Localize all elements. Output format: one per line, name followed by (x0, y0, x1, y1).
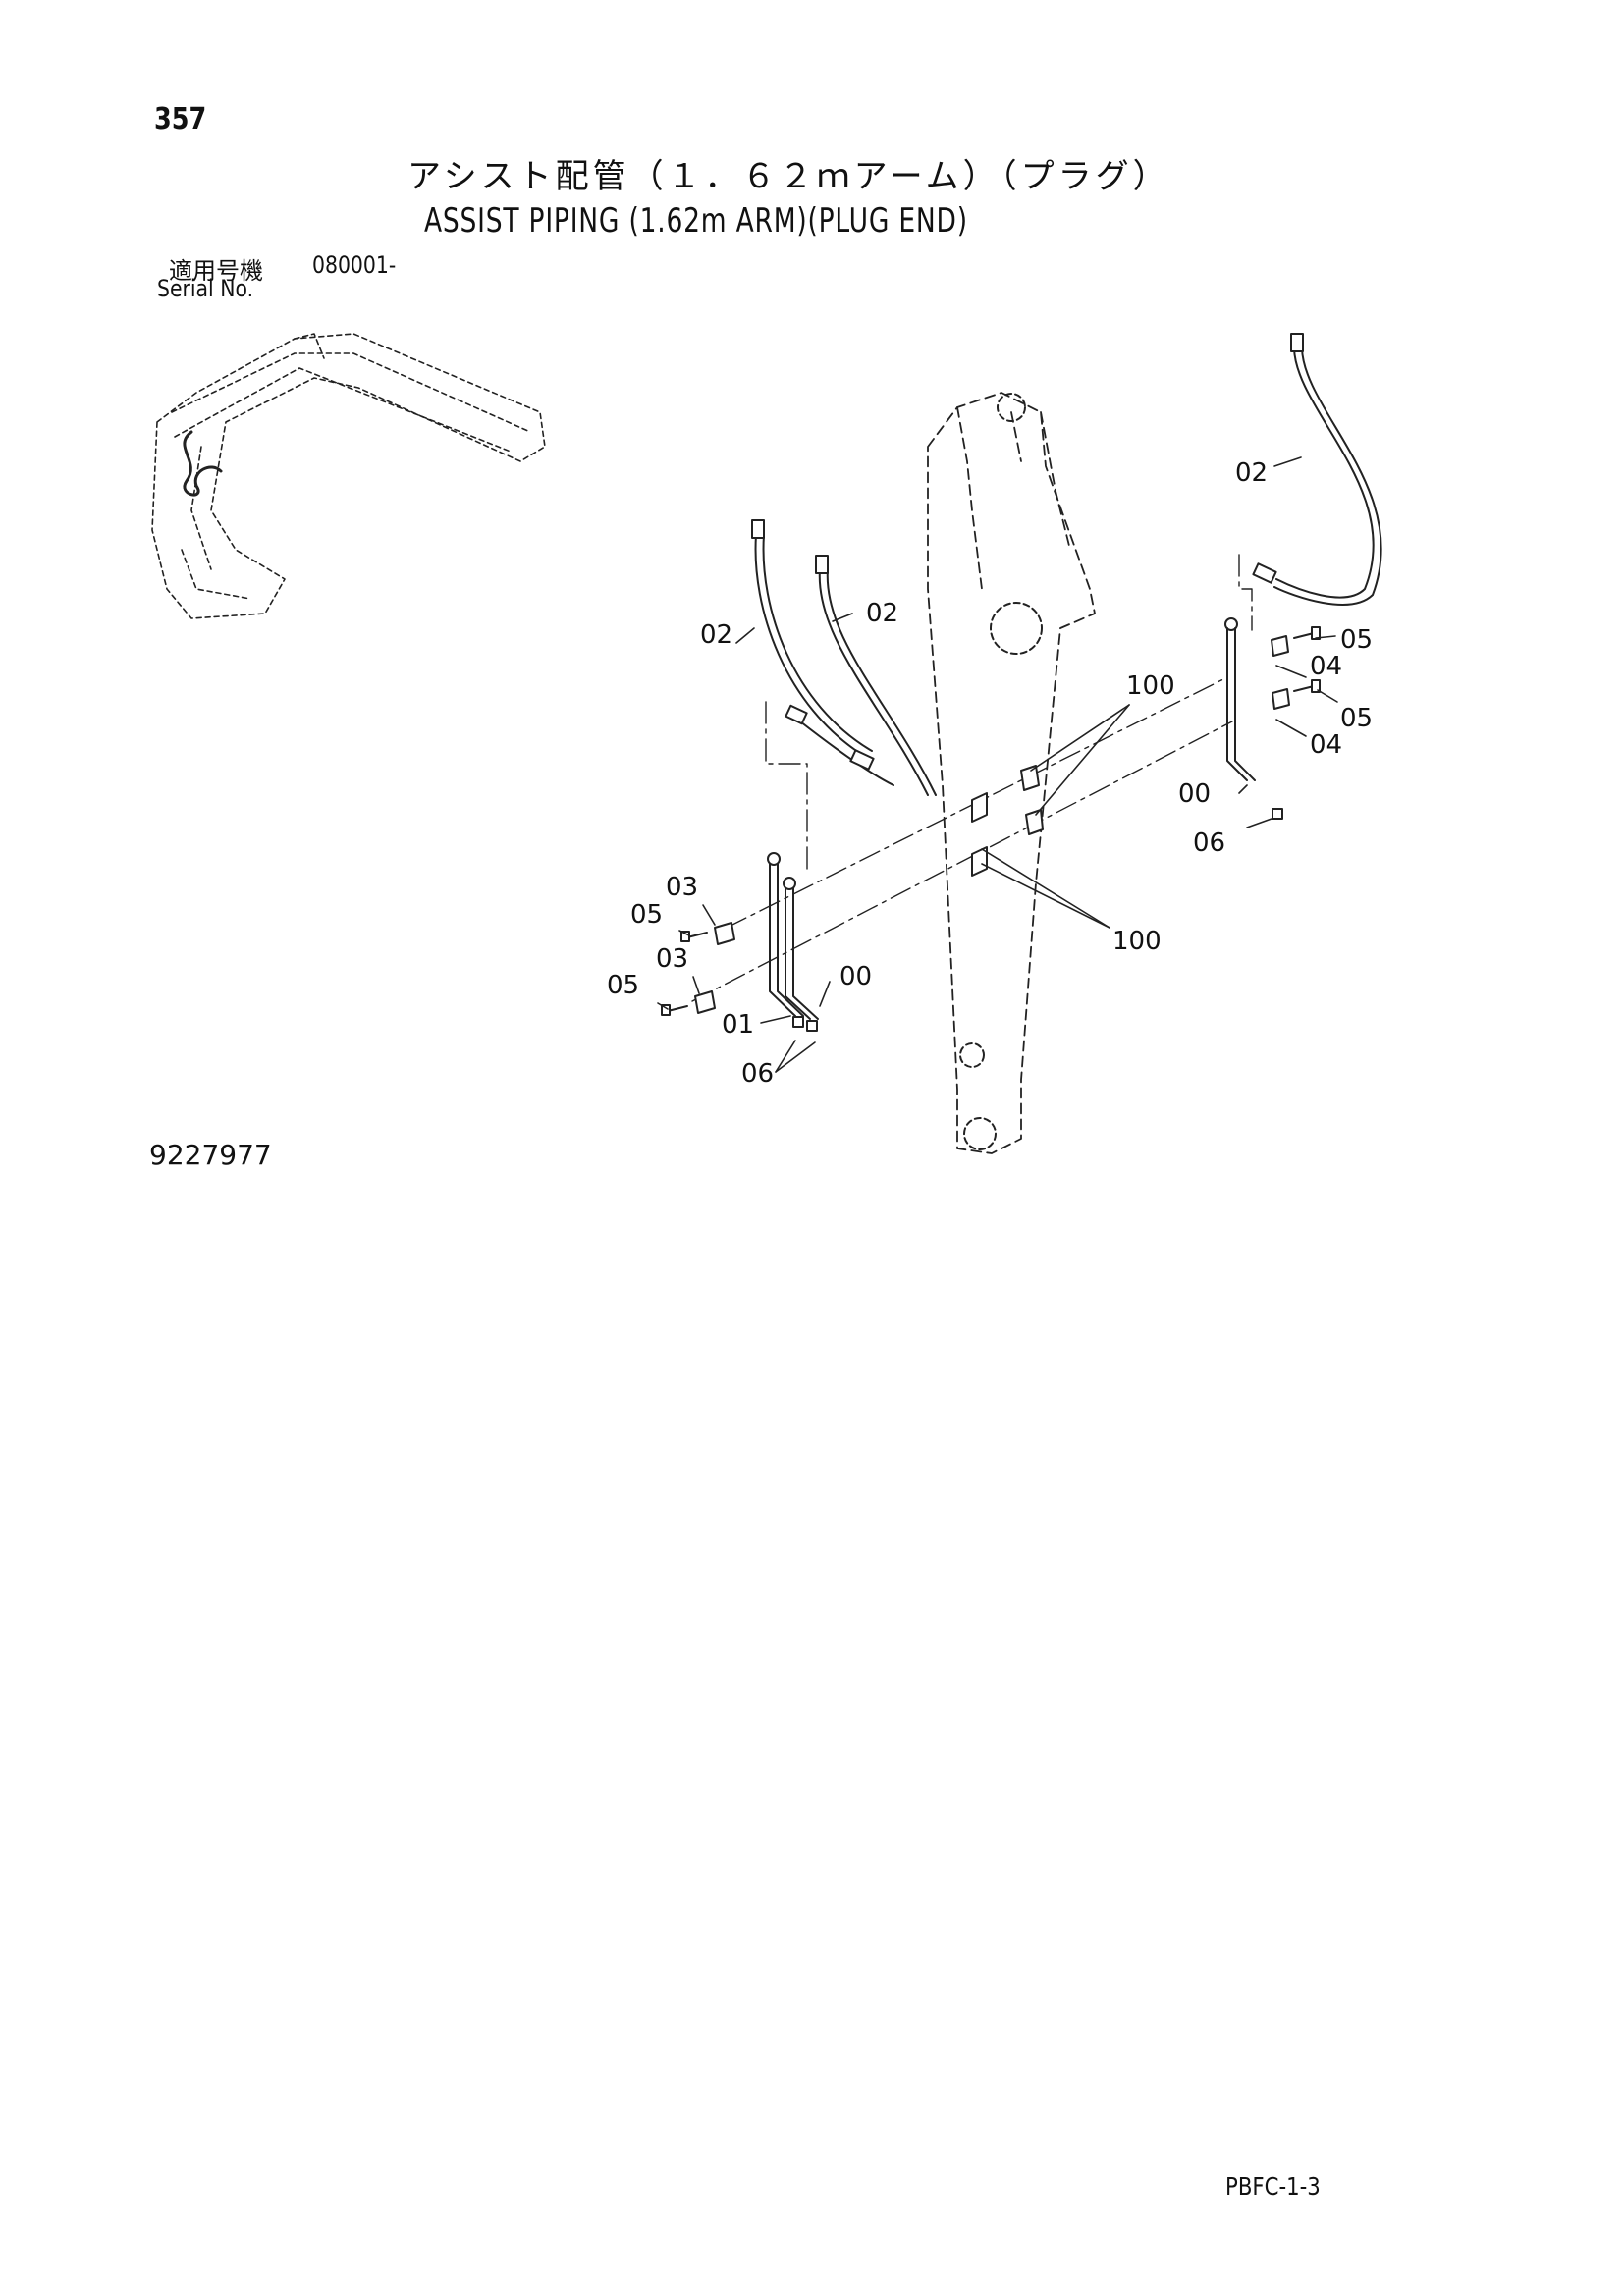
hose-assembly (754, 347, 1382, 796)
highlighted-hose-icon (183, 430, 223, 497)
drawing-number: 9227977 (149, 1139, 272, 1171)
callout-05-lower-right: 05 (1340, 704, 1373, 733)
arm-pin-lower (990, 602, 1043, 655)
arm-pin-top (997, 393, 1026, 422)
page-title-english: ASSIST PIPING (1.62m ARM)(PLUG END) (424, 201, 968, 240)
serial-number-value: 080001- (312, 251, 397, 279)
bolts (661, 626, 1321, 1032)
callout-05-lower-left: 05 (607, 971, 639, 1000)
page-title-japanese: アシスト配管（１．６２ｍアーム）（プラグ） (407, 157, 1170, 196)
callout-02-right: 02 (1235, 458, 1268, 488)
callout-100-lower: 100 (1112, 927, 1162, 956)
leader-lines (657, 456, 1338, 1073)
page-code: PBFC-1-3 (1225, 2172, 1321, 2201)
callout-05-upper-right: 05 (1340, 625, 1373, 655)
reference-lines (691, 554, 1253, 1002)
callout-04-upper-right: 04 (1310, 652, 1342, 681)
callout-03-upper-left: 03 (666, 873, 698, 902)
clamp-brackets (694, 635, 1290, 1014)
hose-fittings (751, 333, 1304, 771)
callout-100-upper: 100 (1126, 671, 1175, 701)
callout-00-left: 00 (839, 962, 872, 991)
callout-05-upper-left: 05 (630, 900, 663, 930)
arm-pin-bottom (963, 1117, 997, 1150)
callout-02-middle: 02 (866, 599, 898, 628)
callout-03-lower-left: 03 (656, 944, 688, 974)
arm-pin-mid (959, 1042, 985, 1068)
serial-label-english: Serial No. (157, 275, 254, 302)
excavator-overview-illustration (151, 333, 546, 619)
serial-label-japanese: 適用号機 (169, 257, 263, 285)
callout-02-left: 02 (700, 620, 732, 650)
pipe-assembly (767, 617, 1256, 1020)
page-number: 357 (154, 102, 207, 136)
arm-body (927, 392, 1096, 1154)
callout-01: 01 (722, 1010, 754, 1040)
callout-00-right: 00 (1178, 779, 1211, 809)
callout-06-left: 06 (741, 1059, 774, 1089)
callout-06-right: 06 (1193, 828, 1225, 858)
callout-04-lower-right: 04 (1310, 730, 1342, 760)
